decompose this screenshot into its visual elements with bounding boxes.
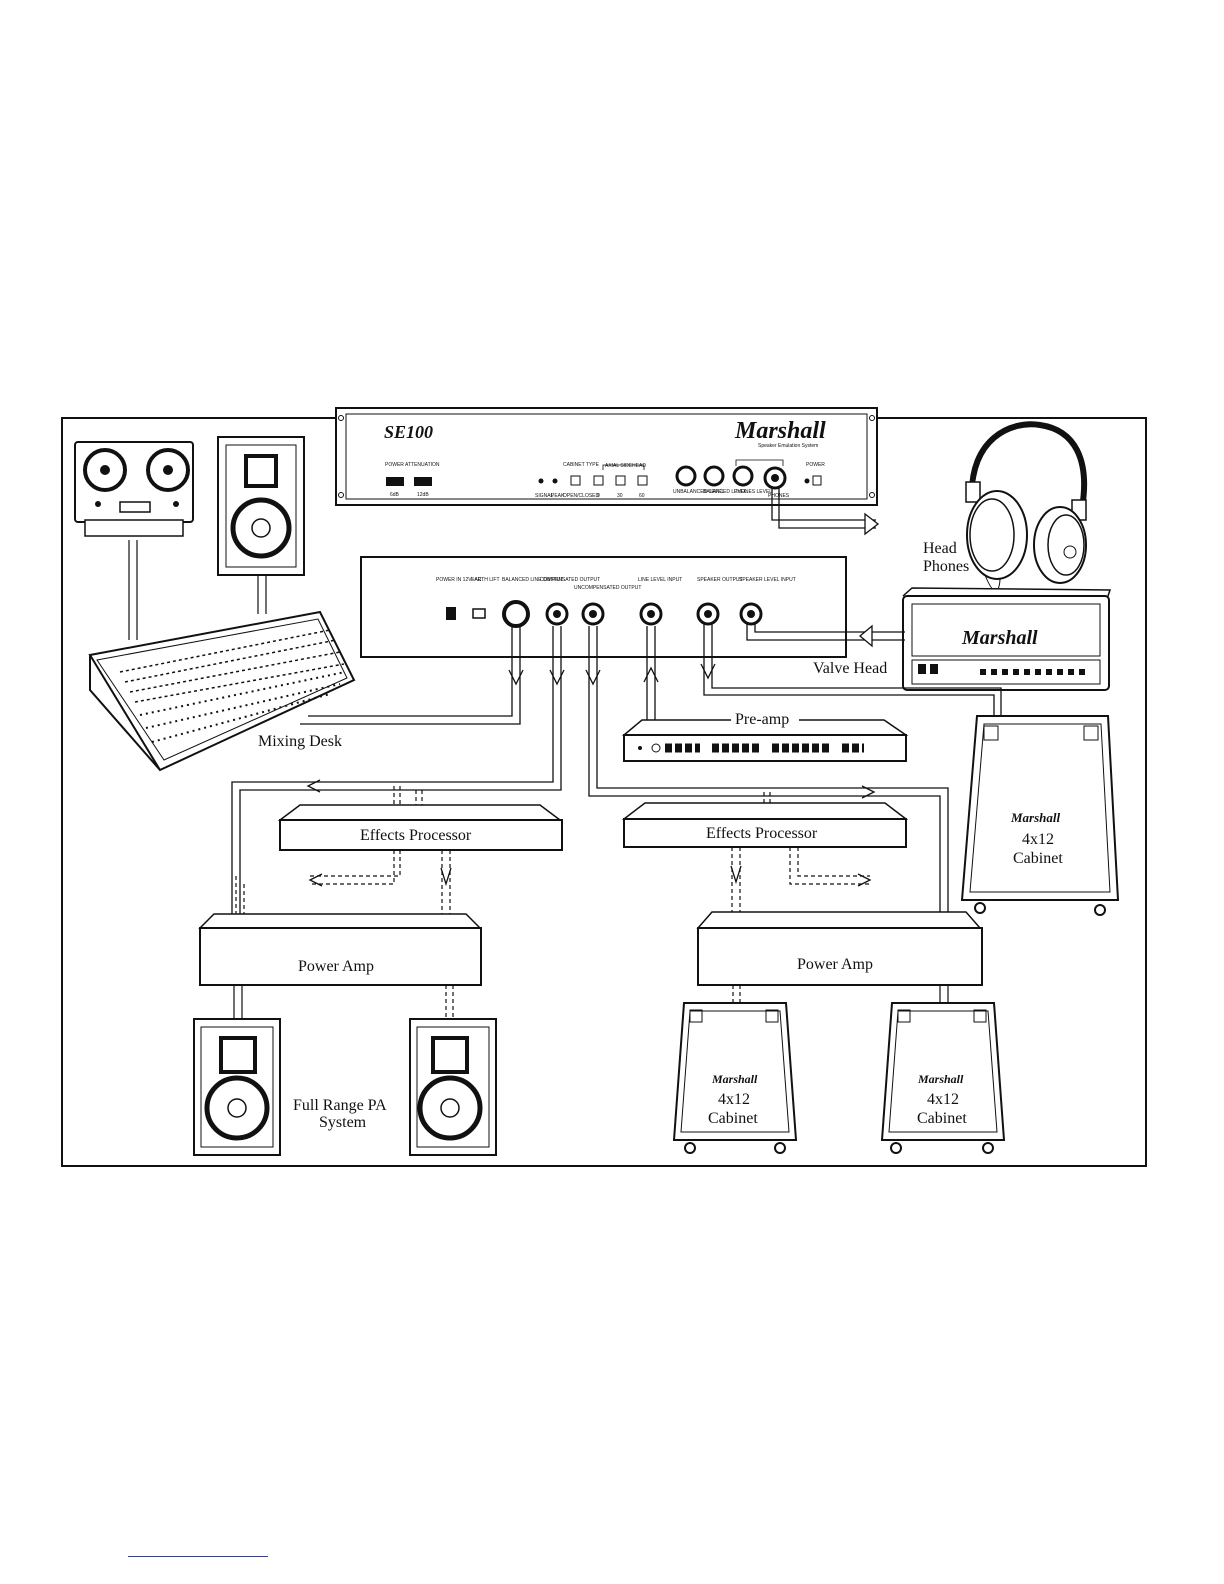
signal-label: SIGNAL <box>535 493 554 499</box>
cabinet-bottom-1-icon: Marshall 4x12 Cabinet <box>672 1002 798 1154</box>
unbalanced-level-knob <box>675 465 697 487</box>
axial-label-60: 60 <box>639 493 645 499</box>
axial-switch-30 <box>615 475 626 486</box>
mixing-desk-label: Mixing Desk <box>258 733 342 750</box>
head-phones-label-2: Phones <box>923 558 969 575</box>
brand-logo: Marshall <box>734 418 826 444</box>
model-name: SE100 <box>384 422 433 442</box>
attenuation-label-6db: 6dB <box>390 492 400 498</box>
studio-monitor-icon <box>217 436 305 576</box>
phones-level-label: PHONES LEVEL <box>734 489 772 495</box>
cabinet-bottom-2-logo: Marshall <box>917 1072 964 1086</box>
tape-machine-icon <box>74 441 194 537</box>
effects-processor-right: Effects Processor <box>621 802 909 912</box>
axial-switch-0 <box>593 475 604 486</box>
preamp-cable <box>646 626 656 722</box>
rear-label-power-in: POWER IN 12V~AC <box>436 577 482 583</box>
cabinet-right-logo: Marshall <box>1010 810 1061 825</box>
peak-label: PEAK <box>551 493 565 499</box>
phones-level-knob <box>732 465 754 487</box>
axial-label-30: 30 <box>617 493 623 499</box>
cabinet-switch <box>570 475 581 486</box>
power-attenuation-title: POWER ATTENUATION <box>385 462 440 468</box>
axial-switch-60 <box>637 475 648 486</box>
phones-cable <box>771 488 880 536</box>
cabinet-right-icon: Marshall 4x12 Cabinet <box>960 715 1120 916</box>
monitor-to-mixer-cable <box>257 575 267 614</box>
pa-system-label-2: System <box>319 1114 367 1131</box>
effects-processor-left: Effects Processor <box>235 804 563 926</box>
tape-to-mixer-cable <box>128 540 138 640</box>
rear-label-uncompensated-output: UNCOMPENSATED OUTPUT <box>574 585 641 591</box>
balanced-output-cable <box>300 626 521 725</box>
balanced-level-label: BALANCED LEVEL <box>703 489 747 495</box>
cabinet-bottom-2-label-2: Cabinet <box>917 1110 967 1127</box>
power-amp-left: Power Amp <box>198 913 482 1020</box>
cabinet-right-label-1: 4x12 <box>1022 831 1054 848</box>
rear-label-speaker-level-input: SPEAKER LEVEL INPUT <box>739 577 796 583</box>
earth-lift-switch <box>472 608 486 619</box>
cabinet-bottom-2-label-1: 4x12 <box>927 1091 959 1108</box>
attenuation-switch-6db <box>386 477 404 486</box>
cabinet-right-label-2: Cabinet <box>1013 850 1063 867</box>
balanced-level-knob <box>703 465 725 487</box>
rear-label-line-level-input: LINE LEVEL INPUT <box>638 577 682 583</box>
pa-speaker-left-icon <box>193 1018 281 1156</box>
cabinet-type-title: CABINET TYPE <box>563 462 600 468</box>
pa-speaker-right-icon <box>409 1018 497 1156</box>
axial-title: AXIAL SIDEHEAD <box>605 463 646 469</box>
speaker-output-cable <box>703 624 1002 716</box>
rear-label-balanced-output: BALANCED LINE OUTPUT <box>502 577 563 583</box>
footnote-rule <box>128 1556 268 1557</box>
pre-amp-label: Pre-amp <box>735 711 789 728</box>
power-switch <box>812 475 822 486</box>
power-in-socket <box>446 607 456 620</box>
valve-head-cable <box>746 624 905 648</box>
valve-head-logo: Marshall <box>961 627 1038 649</box>
unbalanced-level-label: UNBALANCED LEVEL <box>673 489 724 495</box>
cabinet-bottom-1-label-2: Cabinet <box>708 1110 758 1127</box>
se100-front-panel: SE100 Marshall Speaker Emulation System … <box>335 407 878 506</box>
panel-subtitle: Speaker Emulation System <box>758 443 818 449</box>
uncompensated-output-route <box>585 626 949 914</box>
power-label: POWER <box>806 462 825 468</box>
rear-label-speaker-output: SPEAKER OUTPUT <box>697 577 743 583</box>
open-closed-label: OPEN/CLOSED <box>563 493 600 499</box>
effects-processor-right-label: Effects Processor <box>706 825 818 842</box>
effects-processor-left-label: Effects Processor <box>360 827 472 844</box>
cabinet-bottom-1-logo: Marshall <box>711 1072 758 1086</box>
power-amp-left-label: Power Amp <box>298 958 374 975</box>
power-amp-right: Power Amp <box>696 911 983 1005</box>
headphones-icon <box>965 421 1088 591</box>
cabinet-bottom-2-icon: Marshall 4x12 Cabinet <box>880 1002 1006 1154</box>
pa-system-label-1: Full Range PA <box>293 1097 387 1114</box>
attenuation-label-12db: 12dB <box>417 492 429 498</box>
head-phones-label-1: Head <box>923 540 957 557</box>
rear-label-compensated-output: COMPENSATED OUTPUT <box>540 577 600 583</box>
balanced-xlr-socket <box>502 600 530 628</box>
valve-head-label: Valve Head <box>813 660 887 677</box>
cabinet-bottom-1-label-1: 4x12 <box>718 1091 750 1108</box>
attenuation-switch-12db <box>414 477 432 486</box>
power-led <box>804 478 810 484</box>
peak-led <box>552 478 558 484</box>
se100-rear-panel: POWER IN 12V~AC EARTH LIFT BALANCED LINE… <box>360 556 847 658</box>
signal-led <box>538 478 544 484</box>
mixing-desk-icon <box>88 610 356 772</box>
power-amp-right-label: Power Amp <box>797 956 873 973</box>
rear-label-earth-lift: EARTH LIFT <box>471 577 500 583</box>
axial-label-0: 0 <box>597 493 600 499</box>
valve-head-icon: Marshall <box>902 587 1112 691</box>
